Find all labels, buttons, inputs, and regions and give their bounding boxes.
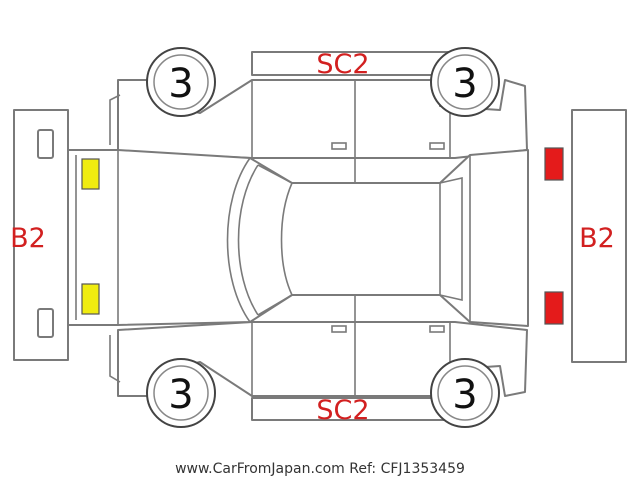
rear-bumper bbox=[571, 109, 627, 363]
rear-lamp-marker-bottom bbox=[544, 291, 564, 325]
footer-reference: www.CarFromJapan.com Ref: CFJ1353459 bbox=[175, 461, 465, 477]
rear-lamp-marker-top bbox=[544, 147, 564, 181]
front-bumper bbox=[13, 109, 69, 361]
front-lamp-marker-top bbox=[81, 158, 100, 190]
wheel-front-left: 3 bbox=[146, 47, 216, 117]
bottom-side-panel bbox=[109, 295, 528, 421]
top-side-damage-code: SC2 bbox=[316, 49, 369, 80]
front-bumper-damage-code: B2 bbox=[10, 223, 46, 254]
wheel-rear-right: 3 bbox=[430, 358, 500, 428]
bottom-side-damage-code: SC2 bbox=[316, 395, 369, 426]
car-body-top-view bbox=[67, 149, 529, 327]
wheel-front-left-label: 3 bbox=[168, 61, 193, 107]
rear-bumper-damage-code: B2 bbox=[579, 223, 615, 254]
front-lamp-marker-bottom bbox=[81, 283, 100, 315]
wheel-rear-left: 3 bbox=[430, 47, 500, 117]
wheel-front-right: 3 bbox=[146, 358, 216, 428]
wheel-rear-left-label: 3 bbox=[452, 61, 477, 107]
wheel-front-right-label: 3 bbox=[168, 372, 193, 418]
wheel-rear-right-label: 3 bbox=[452, 372, 477, 418]
